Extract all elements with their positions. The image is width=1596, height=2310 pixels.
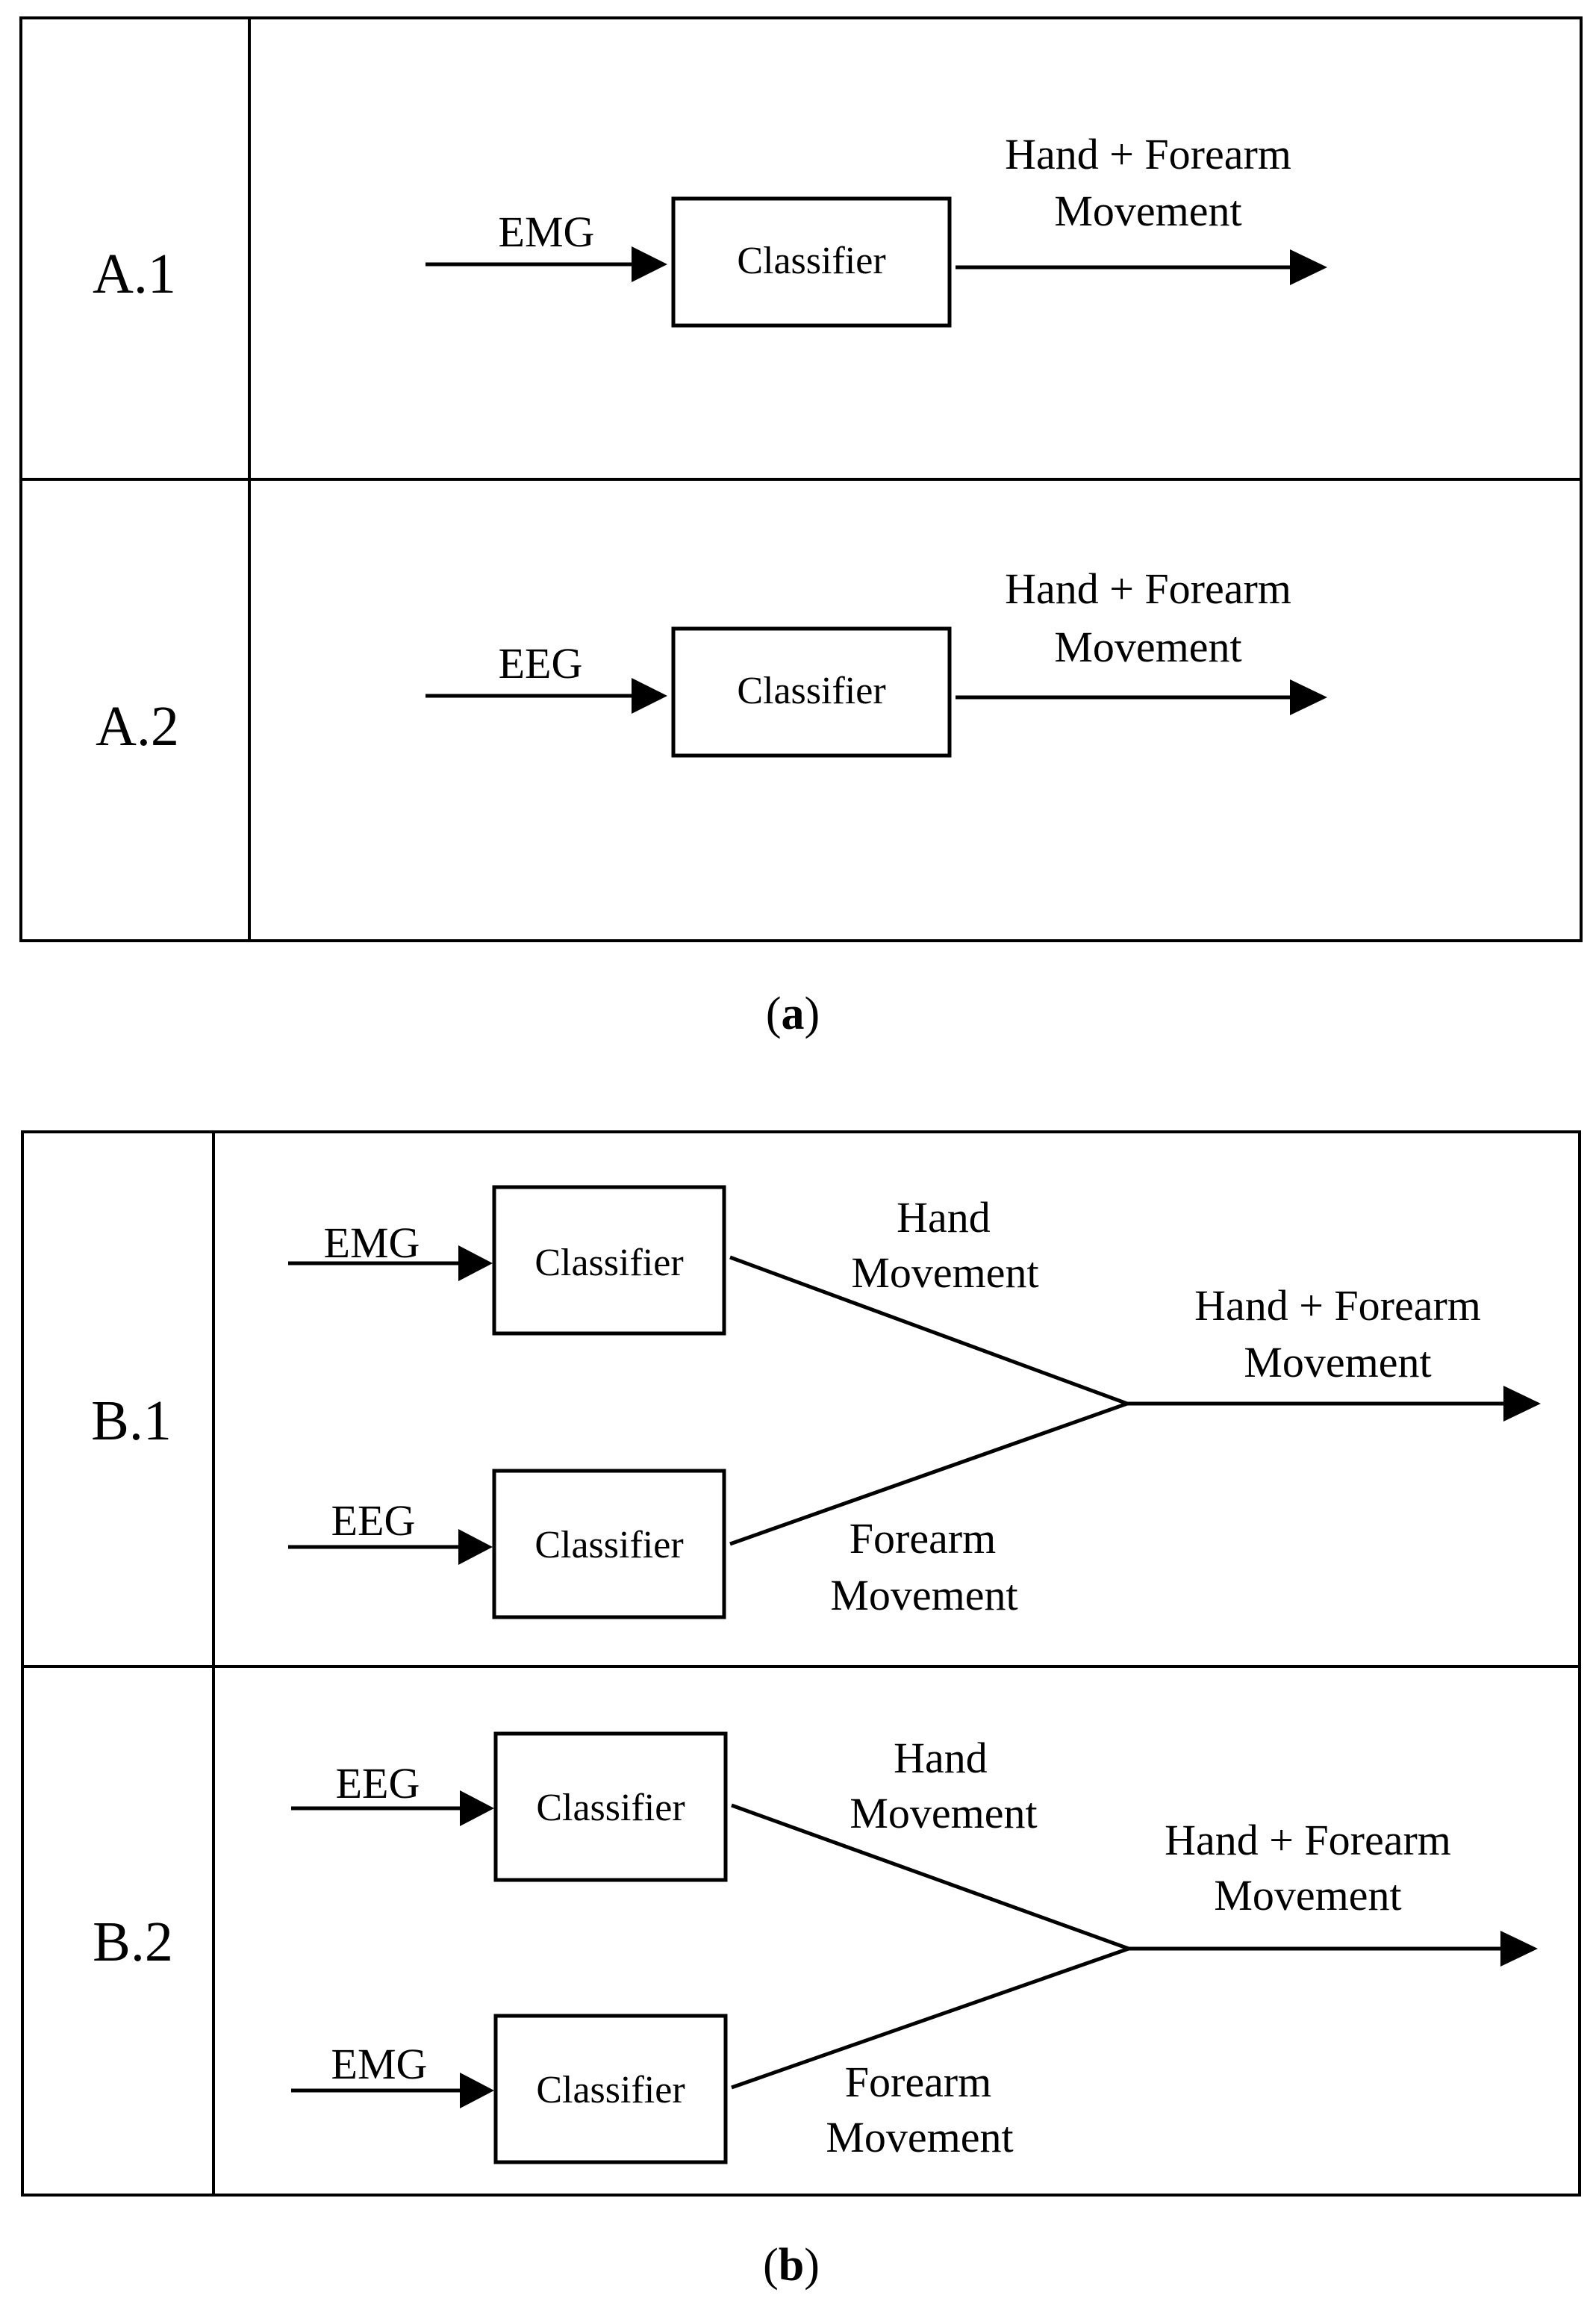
panel-b-frame <box>21 1130 1581 2197</box>
input-arrow-head <box>632 246 667 282</box>
output-arrow-head <box>1503 1386 1541 1422</box>
caption-b: (b) <box>763 2240 820 2291</box>
top-classifier-box <box>492 1185 726 1336</box>
output-label-line2: Movement <box>1054 623 1241 671</box>
classifier-box <box>671 626 952 758</box>
classifier-box <box>671 196 952 328</box>
bottom-merge-line <box>729 1401 1128 1546</box>
bottom-classifier-box <box>493 2014 728 2164</box>
classifier-label: Classifier <box>737 240 885 282</box>
bottom-input-arrow-head <box>460 2073 494 2108</box>
bottom-classifier-box <box>492 1469 726 1619</box>
caption-b-text: (b) <box>763 2240 820 2291</box>
input-signal-label: EEG <box>499 639 583 688</box>
input-arrow-head <box>632 678 667 714</box>
output-label-line1: Hand + Forearm <box>1005 130 1291 178</box>
row-a2: A.2 EEG Classifier Hand + Forearm Moveme… <box>96 564 1327 758</box>
output-arrow-head <box>1290 249 1327 285</box>
row-label: A.2 <box>96 695 179 758</box>
bottom-output-label-line1: Forearm <box>850 1514 997 1563</box>
output-label-line2: Movement <box>1244 1338 1431 1386</box>
top-output-label-line1: Hand <box>894 1734 988 1782</box>
output-arrow-head <box>1290 679 1327 715</box>
output-label-line1: Hand + Forearm <box>1165 1816 1451 1864</box>
top-merge-line <box>731 1803 1129 1951</box>
caption-a: (a) <box>766 989 820 1039</box>
bottom-classifier-label: Classifier <box>536 2069 685 2111</box>
top-merge-line <box>729 1255 1128 1406</box>
top-output-label-line2: Movement <box>851 1248 1038 1297</box>
output-label-line1: Hand + Forearm <box>1005 564 1291 613</box>
top-classifier-label: Classifier <box>536 1787 685 1829</box>
row-label: B.2 <box>93 1911 173 1973</box>
row-b1: B.1 EMG Classifier Hand Movement EEG Cla… <box>91 1185 1541 1619</box>
bottom-output-label-line1: Forearm <box>845 2058 992 2106</box>
row-a1: A.1 EMG Classifier Hand + Forearm Moveme… <box>93 130 1327 328</box>
output-label-line2: Movement <box>1054 187 1241 235</box>
top-input-arrow-head <box>460 1790 494 1826</box>
bottom-input-arrow-head <box>458 1529 493 1565</box>
bottom-input-signal-label: EMG <box>331 2040 428 2088</box>
row-b2: B.2 EEG Classifier Hand Movement EMG Cla… <box>93 1731 1538 2164</box>
top-input-arrow-head <box>458 1245 493 1281</box>
top-classifier-box <box>493 1731 728 1882</box>
output-label-line1: Hand + Forearm <box>1194 1281 1481 1330</box>
caption-b-letter: b <box>779 2240 804 2291</box>
top-input-signal-label: EMG <box>324 1218 420 1267</box>
input-signal-label: EMG <box>499 208 595 256</box>
bottom-merge-line <box>731 1946 1129 2090</box>
panel-b: B.1 EMG Classifier Hand Movement EEG Cla… <box>21 1130 1581 2197</box>
panel-a: A.1 EMG Classifier Hand + Forearm Moveme… <box>19 16 1583 942</box>
caption-a-letter: a <box>782 989 805 1039</box>
bottom-output-label-line2: Movement <box>830 1571 1017 1619</box>
top-input-signal-label: EEG <box>336 1759 420 1808</box>
row-label: B.1 <box>91 1389 172 1452</box>
top-output-label-line1: Hand <box>897 1193 991 1242</box>
bottom-input-signal-label: EEG <box>331 1496 416 1545</box>
row-label: A.1 <box>93 243 176 305</box>
top-classifier-label: Classifier <box>534 1242 683 1284</box>
top-output-label-line2: Movement <box>850 1789 1037 1837</box>
output-arrow-head <box>1500 1931 1538 1967</box>
bottom-classifier-label: Classifier <box>534 1524 683 1566</box>
caption-a-text: (a) <box>766 989 820 1039</box>
classifier-label: Classifier <box>737 670 885 712</box>
bottom-output-label-line2: Movement <box>826 2113 1013 2161</box>
output-label-line2: Movement <box>1214 1871 1401 1920</box>
